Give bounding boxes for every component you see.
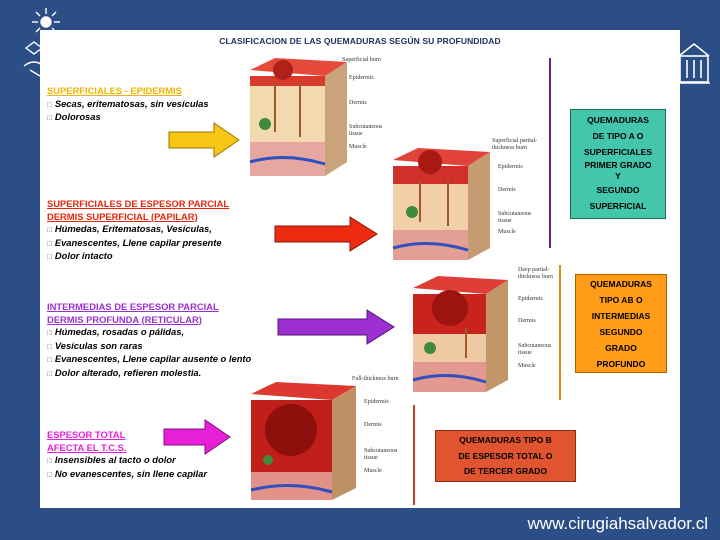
list-item: □Dolor intacto — [47, 250, 113, 262]
diagram-label: Deep partial- — [518, 267, 550, 273]
diagram-label: Subcutaneous — [498, 211, 532, 217]
diagram-label: Superficial partial- — [492, 138, 538, 144]
diagram-label: Dermis — [498, 187, 516, 193]
diagram-label: Superficial burn — [342, 57, 381, 63]
classification-box-type-ab: QUEMADURAS TIPO AB O INTERMEDIAS SEGUNDO… — [575, 274, 667, 373]
diagram-label: tissue — [518, 350, 532, 356]
diagram-label: Epidermis — [518, 296, 543, 302]
classification-box-type-a: QUEMADURAS DE TIPO A O SUPERFICIALES PRI… — [570, 109, 666, 219]
slide-title: CLASIFICACION DE LAS QUEMADURAS SEGÚN SU… — [219, 36, 501, 46]
arrow-right-icon — [274, 216, 378, 252]
diagram-label: Dermis — [364, 422, 382, 428]
diagram-label: Muscle — [498, 229, 516, 235]
arrow-right-icon — [168, 122, 240, 158]
diagram-label: Subcutaneous — [364, 448, 398, 454]
diagram-label: Subcutaneous — [518, 343, 552, 349]
list-item: □Secas, eritematosas, sin vesículas — [47, 97, 209, 109]
section-heading: SUPERFICIALES DE ESPESOR PARCIAL — [47, 198, 230, 209]
section-heading: DERMIS PROFUNDA (RETICULAR) — [47, 313, 202, 325]
footer-url: www.cirugiahsalvador.cl — [527, 514, 708, 533]
diagram-label: Full-thickness burn — [352, 376, 399, 382]
list-item: □Evanescentes, Llene capilar ausente o l… — [47, 353, 252, 365]
section-heading: INTERMEDIAS DE ESPESOR PARCIAL — [47, 301, 219, 312]
diagram-label: Muscle — [349, 144, 367, 150]
list-item: □Dolorosas — [47, 111, 101, 123]
skin-diagram-full-thickness — [250, 382, 356, 500]
skin-diagram-superficial — [249, 58, 347, 176]
diagram-label: tissue — [498, 218, 512, 224]
diagram-label: thickness burn — [518, 274, 553, 280]
list-item: □Dolor alterado, refieren molestia. — [47, 366, 202, 378]
diagram-label: Dermis — [518, 318, 536, 324]
diagram-label: Muscle — [518, 363, 536, 369]
section-heading: SUPERFICIALES - EPIDERMIS — [47, 85, 182, 96]
diagram-label: tissue — [364, 455, 378, 461]
section-superficial: SUPERFICIALES - EPIDERMIS □Secas, eritem… — [47, 85, 209, 125]
list-item: □No evanescentes, sin llene capilar — [47, 467, 207, 479]
diagram-label: Muscle — [364, 468, 382, 474]
list-item: □Evanescentes, Llene capilar presente — [47, 236, 222, 248]
section-full-thickness: ESPESOR TOTAL AFECTA EL T.C.S. □Insensib… — [47, 429, 207, 481]
section-heading: DERMIS SUPERFICIAL (PAPILAR) — [47, 210, 198, 222]
skin-diagram-intermediate — [412, 276, 508, 392]
divider-line — [413, 405, 415, 505]
diagram-label: Epidermis — [498, 164, 523, 170]
section-intermediate: INTERMEDIAS DE ESPESOR PARCIAL DERMIS PR… — [47, 301, 251, 381]
arrow-right-icon — [163, 419, 231, 455]
section-partial-superficial: SUPERFICIALES DE ESPESOR PARCIAL DERMIS … — [47, 198, 229, 264]
list-item: □Vesículas son raras — [47, 339, 143, 351]
section-heading: AFECTA EL T.C.S. — [47, 441, 127, 453]
diagram-label: Epidermis — [364, 399, 389, 405]
classification-box-type-b: QUEMADURAS TIPO B DE ESPESOR TOTAL O DE … — [435, 430, 576, 482]
arrow-right-icon — [277, 309, 395, 345]
slide: CLASIFICACION DE LAS QUEMADURAS SEGÚN SU… — [40, 30, 680, 508]
diagram-label: Dermis — [349, 100, 367, 106]
skin-diagram-partial-superficial — [392, 148, 490, 260]
diagram-label: tissue — [349, 131, 363, 137]
list-item: □Húmedas, Eritematosas, Vesículas, — [47, 223, 212, 235]
divider-line — [549, 58, 551, 248]
list-item: □Húmedas, rosadas o pálidas, — [47, 326, 185, 338]
diagram-label: Epidermis — [349, 75, 374, 81]
building-logo-icon — [678, 42, 710, 84]
diagram-label: Subcutaneous — [349, 124, 383, 130]
list-item: □Insensibles al tacto o dolor — [47, 454, 176, 466]
section-heading: ESPESOR TOTAL — [47, 429, 126, 440]
diagram-label: thickness burn — [492, 145, 527, 151]
divider-line — [559, 265, 561, 400]
